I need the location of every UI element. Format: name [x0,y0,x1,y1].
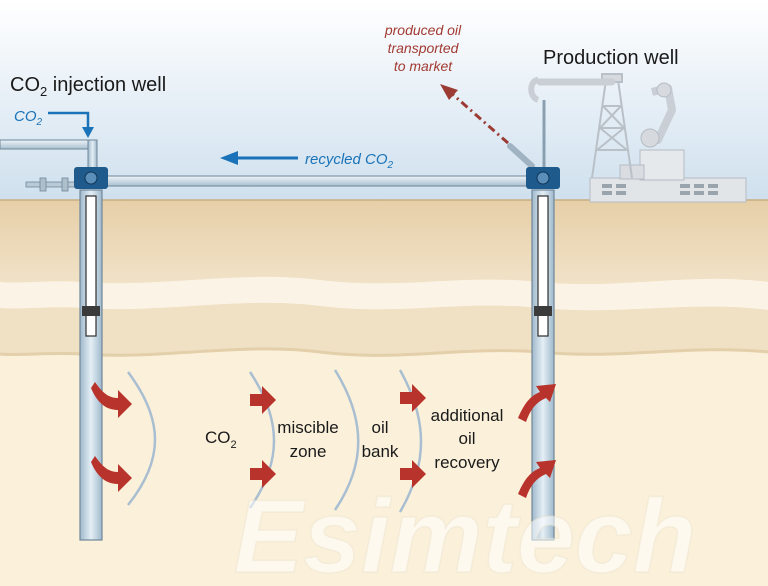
flow-arrow-produce-lower [518,460,556,498]
processing-plant-icon [589,149,747,203]
flow-arrow-inject-upper [91,382,132,418]
flood-fronts [126,369,423,513]
zone-oil-bank-line-1: oil [371,418,388,437]
oil-export-pipe [507,143,535,169]
flow-arrow-produce-upper [518,384,556,422]
flow-arrow-miscible-lower [250,460,276,488]
zone-miscible-line-2: zone [290,442,327,461]
recycled-co2-label: recycled CO2 [305,151,394,171]
watermark-text: Esimtech [234,479,696,586]
blue-arrow-icon [48,111,94,138]
front-line-1 [126,371,157,506]
co2-input-label: CO2 [14,108,43,128]
injection-well-title: CO2 injection well [10,74,166,99]
surface-layer [0,200,768,285]
injection-tubing [85,195,97,337]
red-flow-arrow-icon [91,382,556,498]
zone-miscible-label: miscible zone [277,418,338,461]
flow-arrow-bank-upper [400,384,426,412]
front-line-3 [333,369,360,511]
injection-packer [82,306,100,316]
zone-recovery-line-2: oil [458,429,475,448]
sand-layer-1 [0,276,768,311]
front-line-4 [398,369,423,513]
zone-co2-label: CO2 [205,428,237,451]
zone-miscible-line-1: miscible [277,418,338,437]
flow-arrow-bank-lower [400,460,426,488]
produced-oil-label: produced oil transported to market [384,22,462,74]
zone-recovery-line-3: recovery [434,453,500,472]
produced-oil-line-3: to market [394,58,453,74]
co2-supply-riser [87,139,98,169]
flow-arrow-miscible-upper [250,386,276,414]
produced-oil-line-1: produced oil [384,22,462,38]
zone-recovery-label: additional oil recovery [431,406,504,472]
injection-well [74,167,108,541]
recycle-pipe [99,175,557,187]
zone-oil-bank-label: oil bank [362,418,399,461]
zone-oil-bank-line-2: bank [362,442,399,461]
pump-jack-icon [528,77,676,170]
reservoir-layer [0,348,768,586]
recycled-co2-arrow [220,151,298,165]
production-well-title: Production well [543,47,679,69]
flow-arrow-inject-lower [91,456,132,492]
cap-rock-layer [0,302,768,356]
production-tubing [537,195,549,337]
production-packer [534,306,552,316]
production-well [526,167,560,541]
front-line-2 [248,371,276,509]
co2-supply-pipe [0,139,97,150]
zone-recovery-line-1: additional [431,406,504,425]
produced-oil-arrow [440,84,509,145]
produced-oil-line-2: transported [388,40,460,56]
